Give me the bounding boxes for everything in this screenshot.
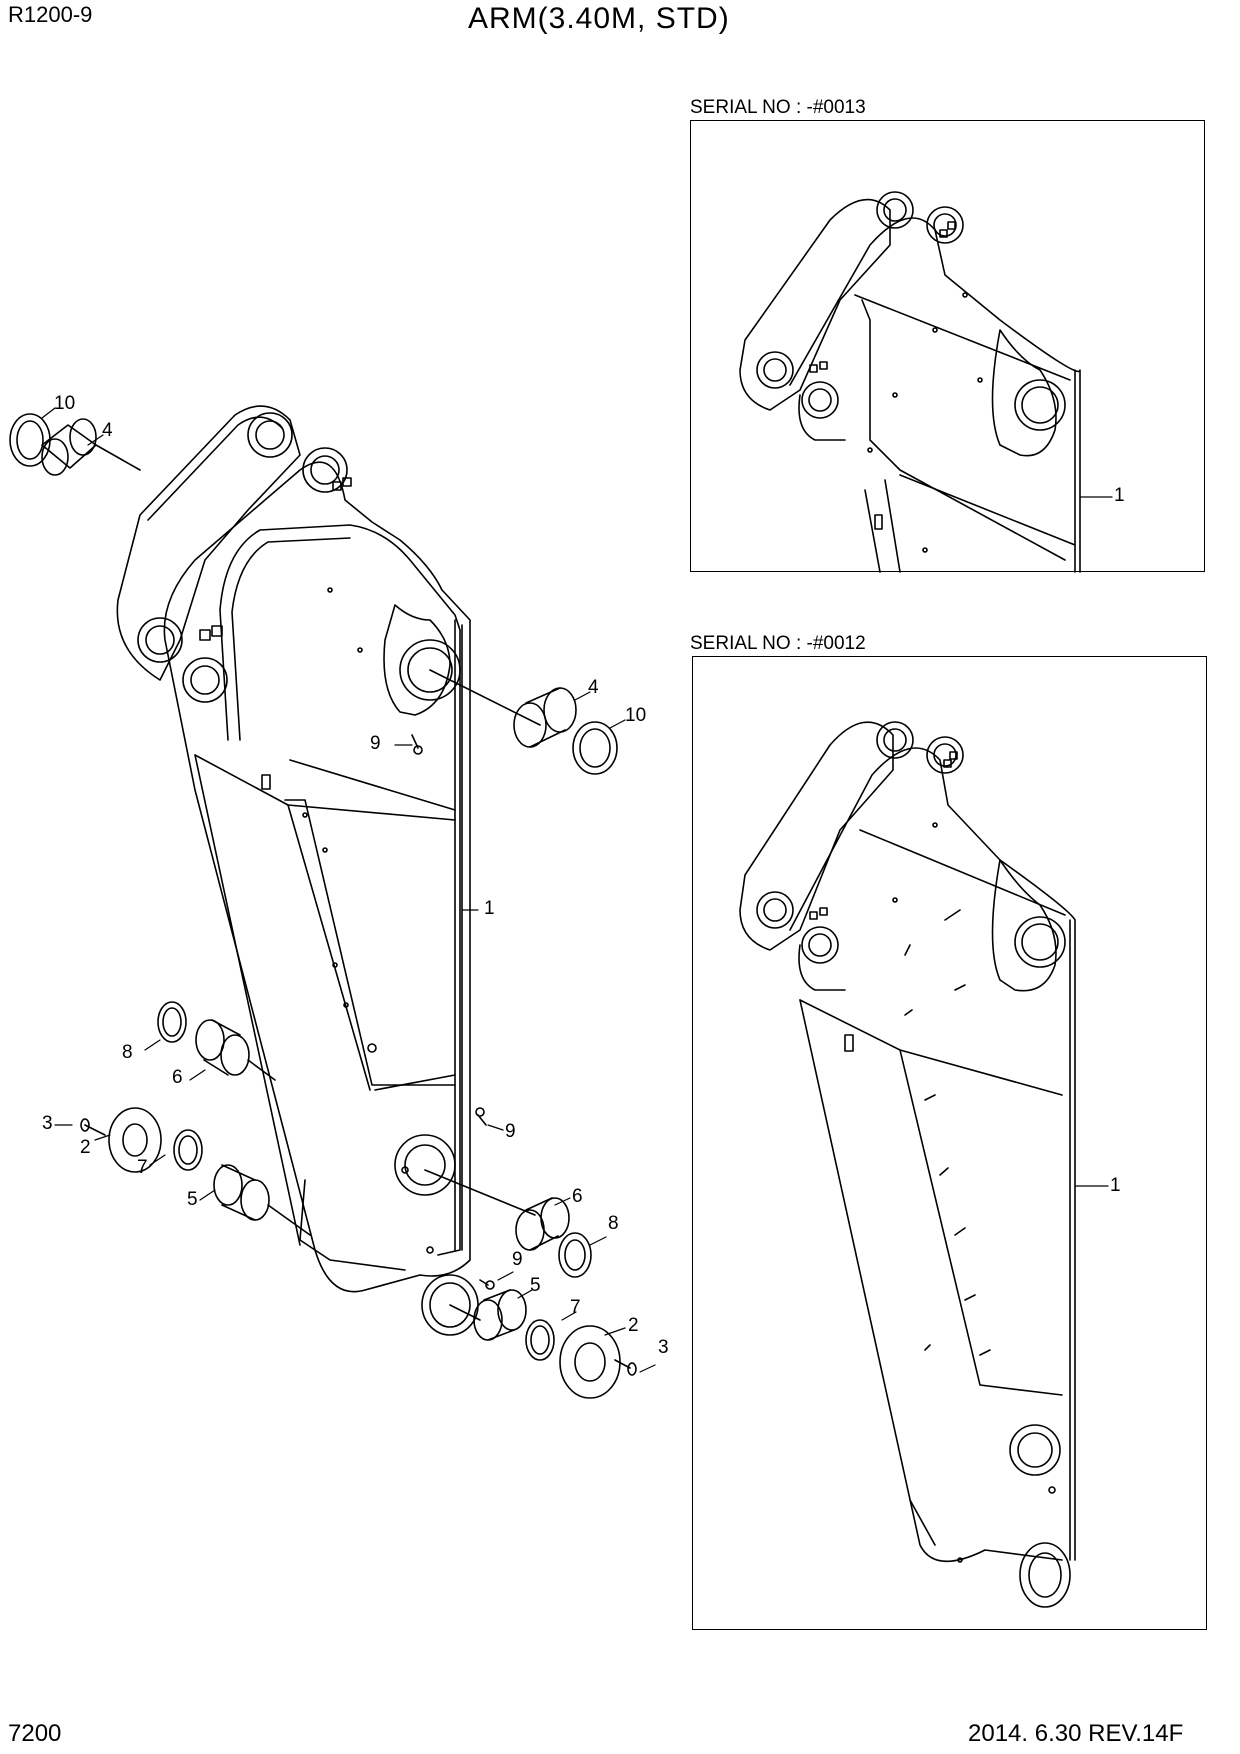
inset-arm-upper <box>739 191 1113 573</box>
callout-3-left: 3 <box>42 1113 53 1134</box>
serial-label-upper: SERIAL NO : -#0013 <box>690 97 866 118</box>
callout-1-main: 1 <box>484 898 495 919</box>
callout-8-left: 8 <box>122 1042 133 1063</box>
callout-10-upper-right: 10 <box>625 705 647 726</box>
callout-5-right: 5 <box>530 1275 541 1296</box>
page-title: ARM(3.40M, STD) <box>468 2 730 35</box>
serial-label-lower: SERIAL NO : -#0012 <box>690 633 866 654</box>
callout-7-left: 7 <box>137 1157 148 1178</box>
callout-2-right: 2 <box>628 1315 639 1336</box>
revision-date: 2014. 6.30 REV.14F <box>968 1720 1184 1747</box>
callout-8-right: 8 <box>608 1213 619 1234</box>
callout-4-upper-right: 4 <box>588 677 599 698</box>
callout-9-mid: 9 <box>505 1121 516 1142</box>
callout-4-upper-left: 4 <box>102 420 113 441</box>
callout-10-upper-left: 10 <box>54 393 76 414</box>
inset-frame-upper <box>690 120 1205 572</box>
page-number: 7200 <box>8 1720 62 1747</box>
callout-6-left: 6 <box>172 1067 183 1088</box>
callout-9-low: 9 <box>512 1249 523 1270</box>
callout-9-top: 9 <box>370 733 381 754</box>
callout-1-inset-upper: 1 <box>1114 485 1125 506</box>
callout-3-right: 3 <box>658 1337 669 1358</box>
callout-7-right: 7 <box>570 1297 581 1318</box>
callout-6-right: 6 <box>572 1186 583 1207</box>
exploded-parts-right <box>411 669 637 1399</box>
inset-arm-lower <box>739 721 1109 1608</box>
model-label: R1200-9 <box>8 2 93 27</box>
callout-5-left: 5 <box>187 1189 198 1210</box>
exploded-parts-left <box>9 413 311 1236</box>
callout-leaders <box>41 407 656 1373</box>
callout-1-inset-lower: 1 <box>1110 1175 1121 1196</box>
main-arm-assembly <box>116 405 479 1336</box>
callout-2-left: 2 <box>80 1137 91 1158</box>
inset-frame-lower <box>692 656 1207 1630</box>
